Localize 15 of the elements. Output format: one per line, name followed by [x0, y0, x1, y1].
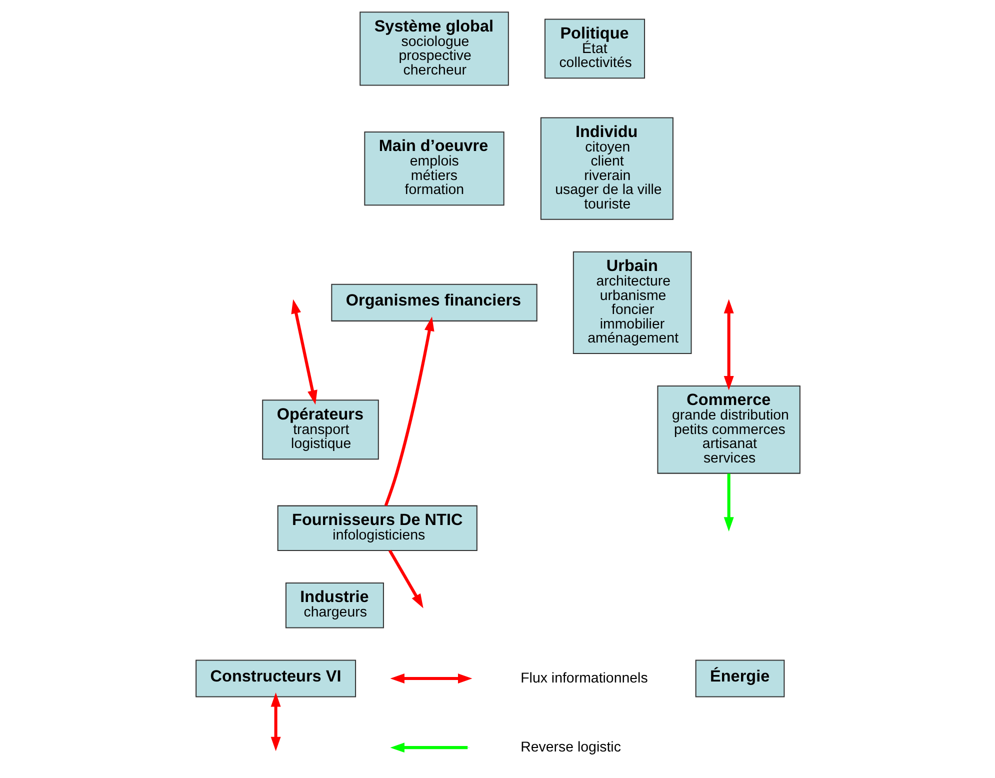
node-box: Système global sociologue prospective chercheur	[359, 12, 508, 86]
legend-label: Reverse logistic	[520, 739, 620, 756]
node-box: Individu citoyen client riverain usager de la ville touriste	[540, 117, 673, 220]
node-box: Politique État collectivités	[544, 18, 645, 79]
legend-label: Flux informationnels	[520, 670, 648, 686]
node-box: Fournisseurs De NTIC infologisticiens	[276, 505, 477, 552]
node-box: Urbain architecture urbanisme foncier immobilier aménagement	[572, 251, 692, 354]
node-box: Opérateurs transport logistique	[262, 400, 378, 460]
node-box: Commerce grande distribution petits commerces artisanat services	[656, 385, 800, 474]
node-box: Industrie chargeurs	[284, 582, 384, 628]
node-box: Énergie	[694, 660, 784, 698]
node-box: Organismes financiers	[330, 284, 537, 322]
arrow	[384, 316, 434, 506]
node-box: Constructeurs VI	[195, 660, 356, 698]
node-box: Main d’oeuvre emplois métiers formation	[364, 132, 504, 206]
